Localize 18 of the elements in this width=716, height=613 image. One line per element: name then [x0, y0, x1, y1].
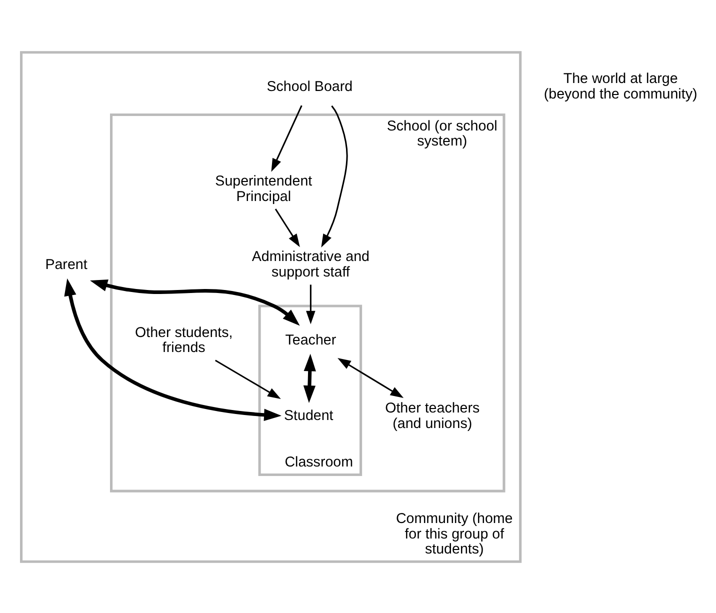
arrow	[306, 284, 315, 324]
node-text: Parent	[44, 256, 87, 272]
node-text: Other students, friends	[134, 324, 232, 356]
node-text: Teacher	[284, 332, 336, 348]
node-text: Other teachers (and unions)	[384, 400, 480, 432]
node-text: Student	[283, 408, 333, 424]
arrow	[274, 208, 300, 247]
label: The world at large (beyond the community)	[543, 70, 697, 102]
arrow	[320, 104, 348, 247]
arrow	[270, 104, 302, 172]
node-text: School Board	[266, 78, 352, 94]
arrow	[214, 359, 280, 399]
node-text: Superintendent Principal	[214, 173, 312, 204]
arrow	[90, 279, 300, 326]
arrow	[64, 278, 281, 420]
arrow	[302, 353, 316, 402]
node-text: Administrative and support staff	[251, 248, 369, 280]
arrow	[337, 358, 404, 398]
